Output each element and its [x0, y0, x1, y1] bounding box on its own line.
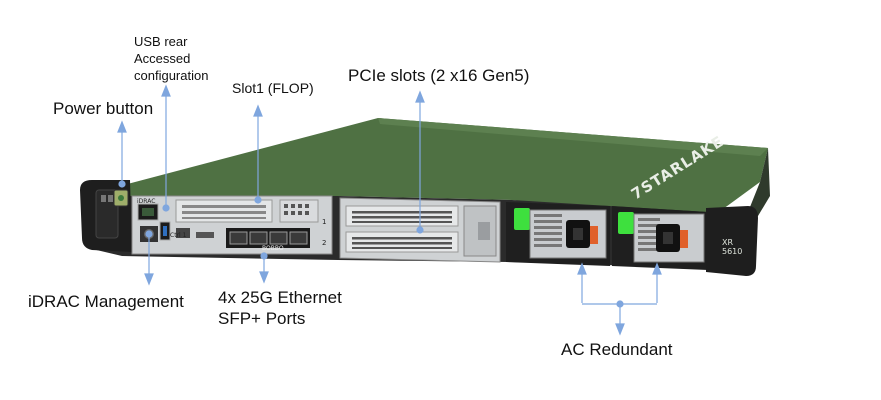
idrac-port-label: iDRAC — [137, 198, 156, 205]
pcie-label: PCIe slots (2 x16 Gen5) — [348, 66, 530, 85]
psu-handle-1 — [590, 226, 598, 244]
psu-2 — [612, 206, 708, 270]
ethernet-label: 4x 25G Ethernet SFP+ Ports — [218, 287, 342, 329]
right-rack-ear — [706, 206, 758, 276]
port-label: Ctrl 1 — [170, 232, 187, 239]
slot-number-2: 2 — [322, 239, 327, 247]
ac-redundant-label: AC Redundant — [561, 340, 673, 359]
psu-1 — [506, 202, 610, 266]
callout-lines — [117, 84, 662, 336]
ethernet-port-label: BOBBO — [262, 245, 284, 252]
power-button-label: Power button — [53, 99, 154, 118]
chassis-top — [120, 118, 768, 220]
configuration-line: configuration — [134, 68, 209, 83]
idrac-label: iDRAC Management — [28, 292, 184, 311]
psu-handle-2 — [680, 230, 688, 248]
sfp-ports — [226, 228, 310, 248]
power-button — [113, 189, 129, 207]
usb-rear-line: USB rear — [134, 34, 188, 49]
slot1-label: Slot1 (FLOP) — [232, 80, 314, 96]
chassis-top-shade — [378, 118, 768, 156]
ethernet-line-2: SFP+ Ports — [218, 309, 306, 328]
slot-number-1: 1 — [322, 218, 327, 226]
accessed-line: Accessed — [134, 51, 191, 66]
model-label: XR 5610 — [722, 238, 743, 256]
usb-rear-label: USB rear Accessed configuration — [134, 33, 208, 84]
io-module — [131, 195, 333, 255]
ethernet-line-1: 4x 25G Ethernet — [218, 288, 342, 307]
